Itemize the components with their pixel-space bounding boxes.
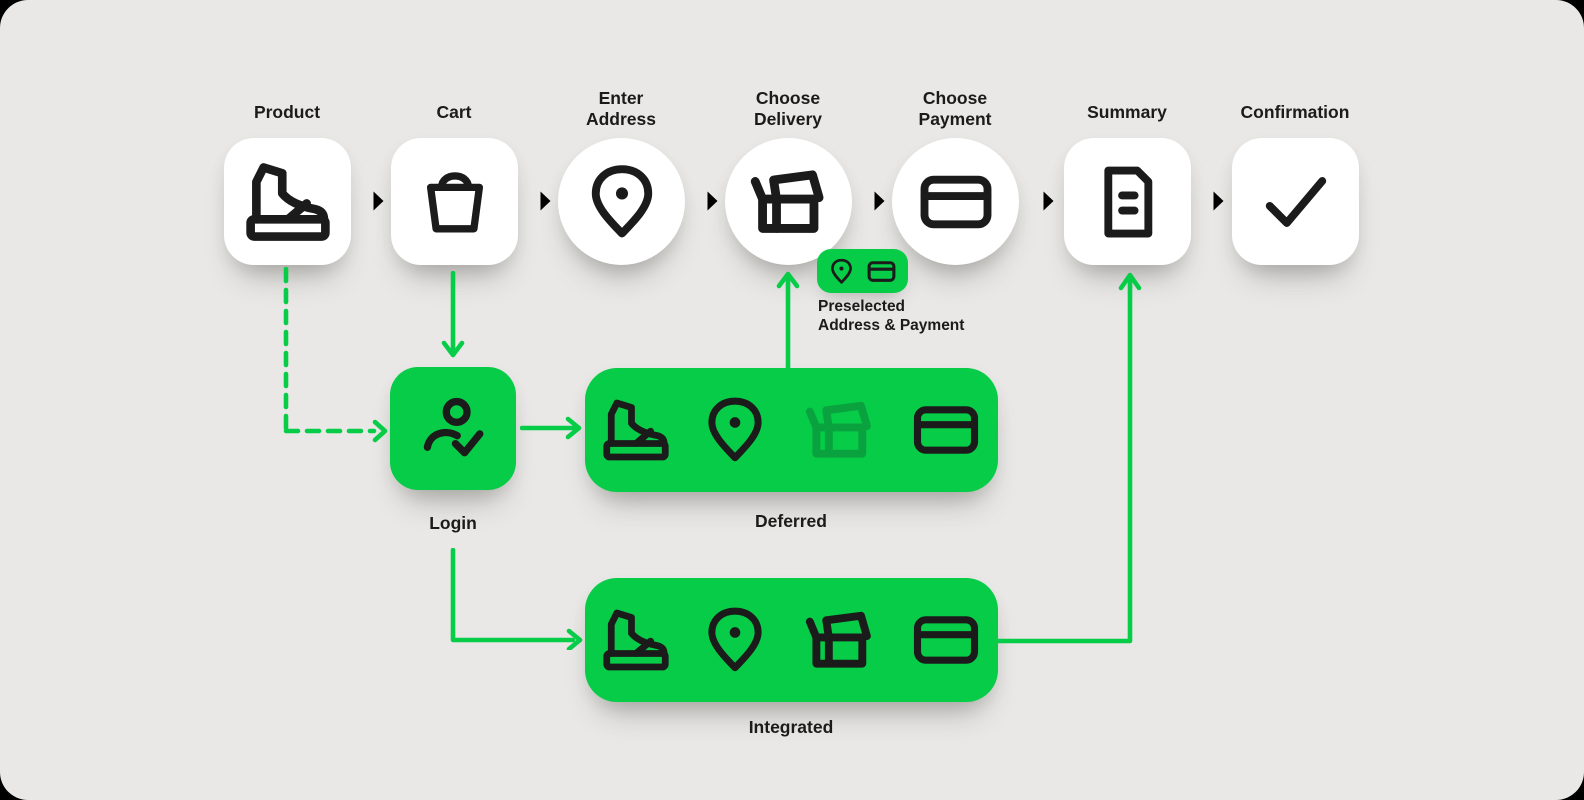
open-box-icon (798, 388, 882, 472)
arrow-cart-address (520, 186, 556, 216)
preselected-caption: Preselected Address & Payment (818, 297, 1048, 335)
step-node-cart (391, 138, 518, 265)
step-label-enter-address: Enter Address (585, 88, 657, 129)
location-pin-icon (698, 393, 772, 467)
integrated-label: Integrated (748, 717, 834, 737)
green-arrow-integrated-summary (995, 272, 1142, 644)
integrated-box (585, 578, 998, 702)
arrow-summary-confirmation (1193, 186, 1229, 216)
step-label-choose-delivery: Choose Delivery (753, 88, 823, 129)
preselected-caption-line1: Preselected (818, 298, 906, 315)
green-dashed-arrow-product-login (283, 267, 388, 443)
deferred-label: Deferred (755, 511, 827, 531)
location-pin-icon (580, 160, 664, 244)
preselected-badge (817, 249, 908, 293)
login-node (390, 367, 516, 490)
open-box-icon (798, 598, 882, 682)
green-arrow-cart-login (441, 271, 465, 358)
step-node-product (224, 138, 351, 265)
sneaker-icon (600, 604, 672, 676)
step-node-summary (1064, 138, 1191, 265)
checkmark-icon (1254, 160, 1338, 244)
green-arrow-login-integrated (450, 548, 583, 650)
sneaker-icon (600, 394, 672, 466)
credit-card-icon (865, 255, 898, 288)
credit-card-icon (908, 602, 984, 678)
document-icon (1086, 160, 1170, 244)
step-label-product: Product (253, 102, 321, 122)
arrow-payment-summary (1023, 186, 1059, 216)
step-node-confirmation (1232, 138, 1359, 265)
step-label-summary: Summary (1087, 102, 1167, 122)
user-check-icon (414, 390, 492, 468)
step-label-cart: Cart (436, 102, 472, 122)
sneaker-icon (242, 156, 334, 248)
step-label-choose-payment: Choose Payment (918, 88, 992, 129)
shopping-bag-icon (416, 163, 494, 241)
open-box-icon (742, 155, 836, 249)
deferred-box (585, 368, 998, 492)
green-arrow-login-deferred (520, 416, 582, 440)
credit-card-icon (908, 392, 984, 468)
green-arrow-deferred-delivery (776, 271, 800, 370)
location-pin-icon (698, 603, 772, 677)
arrow-delivery-payment (854, 186, 890, 216)
preselected-caption-line2: Address & Payment (818, 317, 965, 334)
credit-card-icon (914, 160, 998, 244)
location-pin-icon (827, 257, 856, 286)
login-label: Login (429, 513, 477, 533)
step-node-choose-payment (892, 138, 1019, 265)
step-node-choose-delivery (725, 138, 852, 265)
step-node-enter-address (558, 138, 685, 265)
arrow-address-delivery (687, 186, 723, 216)
arrow-product-cart (353, 186, 389, 216)
step-label-confirmation: Confirmation (1240, 102, 1350, 122)
